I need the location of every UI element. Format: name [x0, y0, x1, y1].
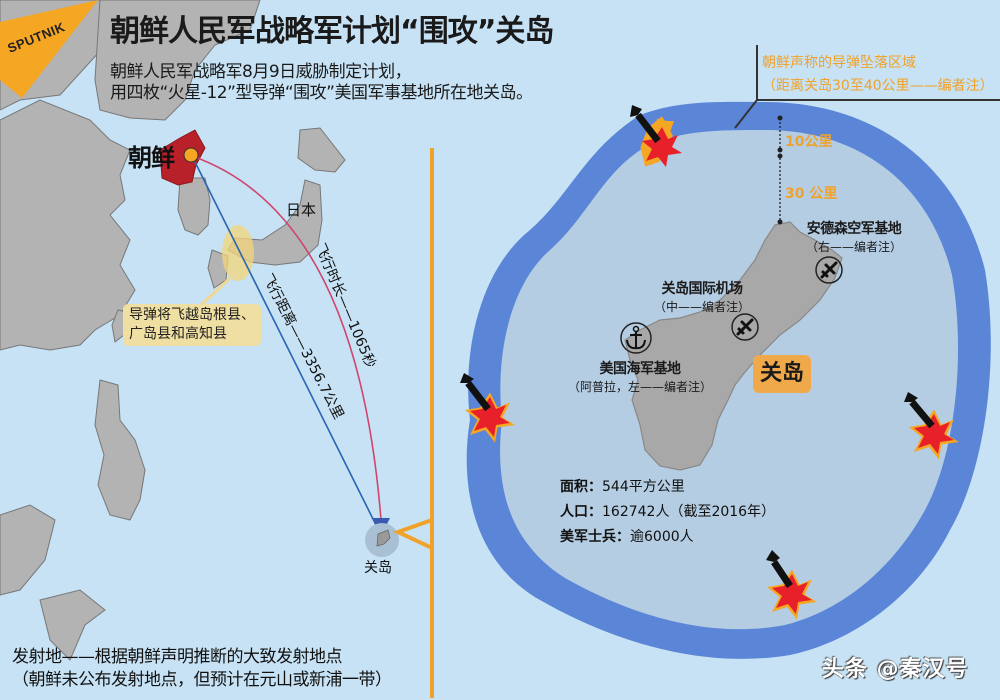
impact-callout-line	[734, 45, 1000, 129]
fact-value: 544平方公里	[602, 479, 685, 495]
airplane-icon	[731, 313, 759, 341]
launch-site-note: 发射地——根据朝鲜声明推断的大致发射地点 （朝鲜未公布发射地点，但预计在元山或新…	[12, 646, 392, 692]
impact-zone-note: 朝鲜声称的导弹坠落区域 （距离关岛30至40公里——编者注）	[762, 52, 994, 98]
distance-marker-dot	[777, 115, 783, 121]
fact-troops: 美军士兵：逾6000人	[560, 525, 775, 550]
subtitle-line-1: 朝鲜人民军战略军8月9日威胁制定计划，	[110, 62, 412, 82]
watermark: 头条 @秦汉号	[822, 657, 969, 682]
launch-point-icon	[183, 147, 199, 163]
overflight-note-line-1: 导弹将飞越岛根县、	[129, 307, 255, 323]
south-korea-shape	[177, 177, 211, 236]
borneo-shape	[0, 504, 56, 596]
base-name: 关岛国际机场	[661, 281, 744, 297]
guam-small-shape	[376, 529, 391, 547]
fact-label: 面积：	[560, 479, 602, 495]
fact-label: 人口：	[560, 504, 602, 520]
page-title: 朝鲜人民军战略军计划“围攻”关岛	[110, 14, 554, 49]
base-airport: 关岛国际机场 （中——编者注）	[654, 278, 750, 315]
launch-note-line-2: （朝鲜未公布发射地点，但预计在元山或新浦一带）	[12, 670, 392, 690]
sulawesi-shape	[39, 589, 106, 661]
guam-island-shape	[624, 221, 843, 471]
asia-mainland-shape	[0, 0, 136, 351]
fact-label: 美军士兵：	[560, 529, 630, 545]
missile-strike-bottom	[766, 550, 817, 620]
base-name: 美国海军基地	[599, 361, 682, 377]
missile-strike-left	[460, 373, 515, 443]
base-note: （阿普拉，左——编者注）	[568, 380, 713, 394]
anchor-icon	[620, 322, 652, 354]
overflight-pointer	[198, 276, 232, 308]
subtitle-line-2: 用四枚“火星-12”型导弹“围攻”美国军事基地所在地关岛。	[110, 83, 533, 103]
distance-marker-dot	[777, 219, 783, 225]
overflight-note: 导弹将飞越岛根县、 广岛县和高知县	[123, 304, 261, 346]
base-andersen: 安德森空军基地 （右——编者注）	[806, 218, 902, 255]
overflight-note-line-2: 广岛县和高知县	[129, 326, 227, 342]
base-note: （中——编者注）	[654, 300, 751, 314]
missile-strike-top	[630, 105, 682, 167]
inner-distance-label: 30 公里	[785, 186, 838, 202]
russia-coast-shape	[94, 0, 261, 121]
philippines-shape	[94, 379, 146, 521]
fact-population: 人口：162742人（截至2016年）	[560, 500, 775, 525]
launch-note-line-1: 发射地——根据朝鲜声明推断的大致发射地点	[12, 647, 342, 667]
missile-strike-right	[904, 392, 959, 460]
page-subtitle: 朝鲜人民军战略军8月9日威胁制定计划， 用四枚“火星-12”型导弹“围攻”美国军…	[110, 62, 533, 104]
overflight-zone	[222, 225, 254, 281]
impact-note-line-2: （距离关岛30至40公里——编者注）	[762, 78, 994, 94]
base-note: （右——编者注）	[806, 240, 903, 254]
guam-small-label: 关岛	[364, 560, 392, 576]
airplane-icon	[815, 256, 843, 284]
flight-time-path	[191, 155, 383, 534]
impact-note-line-1: 朝鲜声称的导弹坠落区域	[762, 55, 916, 71]
fact-value: 逾6000人	[630, 529, 694, 545]
distance-marker-dot	[777, 153, 783, 159]
hokkaido-shape	[297, 127, 346, 173]
distance-marker-dot	[777, 147, 783, 153]
guam-facts: 面积：544平方公里 人口：162742人（截至2016年） 美军士兵：逾600…	[560, 475, 775, 550]
north-korea-label: 朝鲜	[128, 144, 175, 172]
flight-distance-path	[191, 155, 381, 534]
base-naval: 美国海军基地 （阿普拉，左——编者注）	[568, 358, 712, 395]
ring-width-label: 10公里	[785, 134, 833, 150]
sputnik-logo	[0, 0, 98, 98]
callout-connector	[392, 148, 434, 698]
guam-island-label: 关岛	[753, 355, 811, 393]
japan-label: 日本	[286, 201, 317, 219]
fact-area: 面积：544平方公里	[560, 475, 775, 500]
fact-value: 162742人（截至2016年）	[602, 504, 776, 520]
base-name: 安德森空军基地	[806, 221, 902, 237]
